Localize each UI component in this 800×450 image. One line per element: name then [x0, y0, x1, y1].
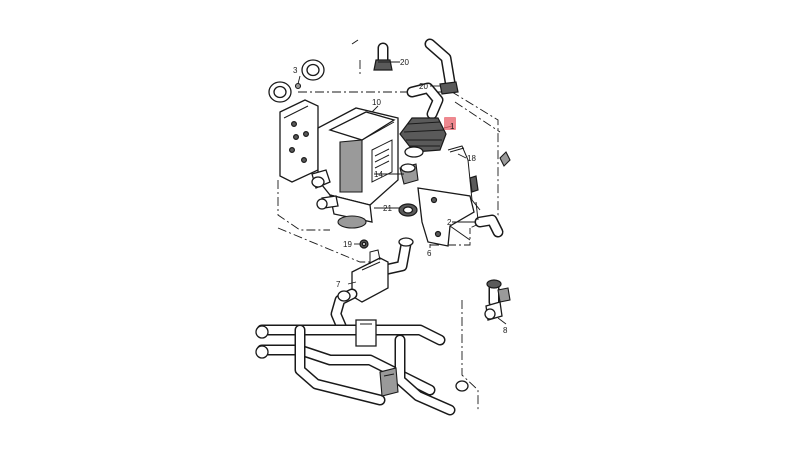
callout-1-highlight: [444, 117, 456, 130]
callout-labels: 3 10 20 20 1 18 14 21 2 19 6 7 8: [293, 58, 508, 335]
callout-3[interactable]: 6: [427, 249, 432, 258]
callout-6[interactable]: 3: [293, 66, 298, 75]
intake-bellows-part-1: [399, 82, 447, 158]
bracket-part-3: [417, 187, 475, 247]
callout-8[interactable]: 8: [503, 326, 508, 335]
exhaust-muffler-part-7: [330, 237, 414, 334]
clamp-ring-part-21: [398, 203, 418, 217]
gasket-set-part-6: [268, 59, 325, 103]
connector-pipe-part-2: [474, 201, 504, 238]
callout-20-top[interactable]: 20: [400, 58, 409, 67]
callout-20-right[interactable]: 20: [419, 82, 428, 91]
callout-7[interactable]: 7: [336, 280, 341, 289]
callout-leaders: [297, 61, 507, 325]
heater-unit-part-10: [311, 107, 399, 229]
hose-clamp-part-20-top: [351, 39, 393, 71]
callout-18[interactable]: 18: [467, 154, 476, 163]
fuel-line-part-18: [447, 145, 511, 211]
connector-part-8: [484, 279, 511, 321]
callout-19[interactable]: 19: [343, 240, 352, 249]
callout-2[interactable]: 2: [447, 218, 452, 227]
clamp-part-14: [399, 163, 419, 185]
coolant-pipe-assembly: [255, 319, 469, 416]
callout-21[interactable]: 21: [383, 204, 392, 213]
callout-1[interactable]: 1: [450, 122, 455, 131]
hose-clamp-part-20-right: [424, 38, 459, 95]
callout-10[interactable]: 10: [372, 98, 381, 107]
mounting-plate: [279, 99, 319, 183]
nut-part-19: [359, 239, 369, 249]
callout-14[interactable]: 14: [374, 170, 383, 179]
